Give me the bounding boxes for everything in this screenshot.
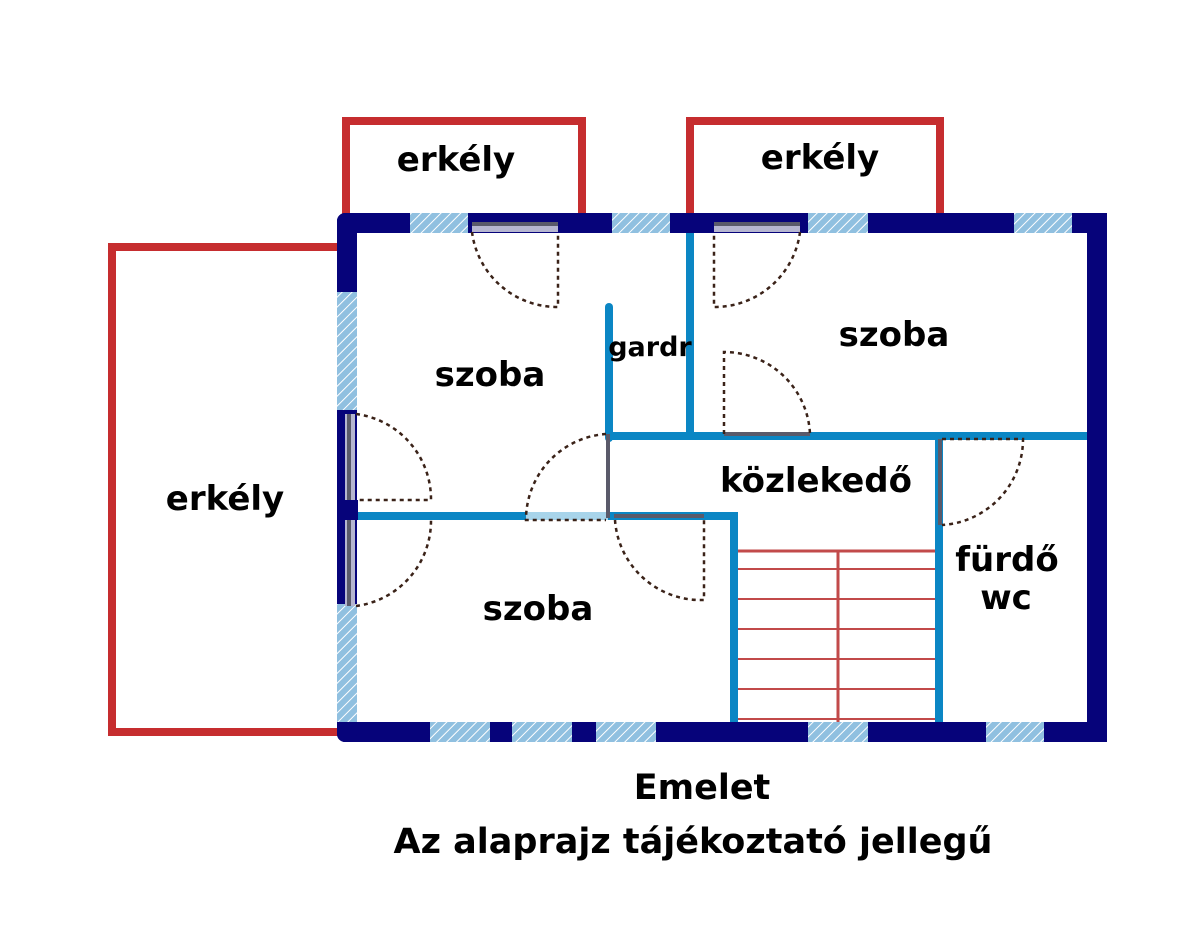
window [430,722,490,742]
window [596,722,656,742]
disclaimer-note: Az alaprajz tájékoztató jellegű [394,822,993,862]
window [337,292,357,410]
window [512,722,572,742]
balcony-left-outline [108,243,347,736]
door-leaves [347,222,942,606]
balcony-left-label: erkély [166,479,284,519]
door-swings [355,231,1025,608]
window [808,722,868,742]
balcony-top-right-outline [686,117,944,222]
window [1014,213,1072,233]
wardrobe-label: gardr [608,332,692,363]
balcony-top-left-outline [342,117,586,222]
door-swing [712,231,802,309]
room-top-left-label: szoba [435,355,546,395]
windows [337,213,1072,742]
balcony-top-right-label: erkély [761,138,879,178]
window [808,213,868,233]
window [612,213,670,233]
door-swing [355,519,433,608]
door-swing [524,432,607,522]
door-swing [470,231,560,309]
window [410,213,468,233]
door-swing [355,412,433,502]
door-swing [613,519,706,602]
door-swing [941,437,1025,527]
balcony-top-left-label: erkély [397,140,515,180]
balconies [108,117,944,736]
room-bottom-left-label: szoba [483,589,594,629]
staircase [738,549,936,722]
bathroom-label: fürdő [955,540,1058,580]
corridor-label: közlekedő [720,461,912,501]
wc-label: wc [980,578,1032,618]
window [986,722,1044,742]
window [337,604,357,722]
floor-title: Emelet [634,768,771,808]
door-swing [722,350,812,435]
room-top-right-label: szoba [839,315,950,355]
